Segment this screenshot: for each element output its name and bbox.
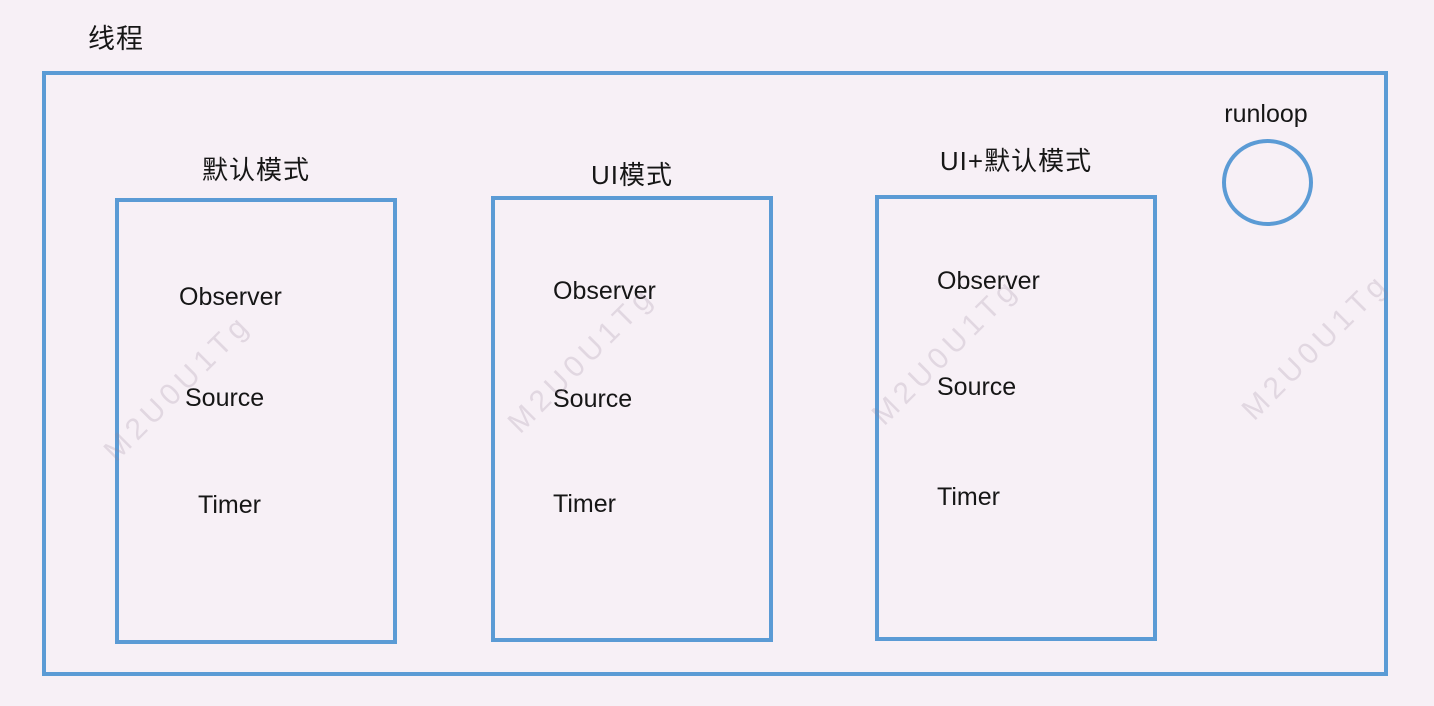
mode-item-timer: Timer xyxy=(937,483,1000,511)
runloop-circle-icon xyxy=(1222,139,1313,226)
mode-title-default: 默认模式 xyxy=(201,155,310,185)
thread-container-box xyxy=(42,71,1388,676)
runloop-label: runloop xyxy=(1224,100,1308,128)
mode-box-ui: Observer Source Timer xyxy=(491,196,773,642)
mode-item-timer: Timer xyxy=(553,490,616,518)
mode-item-timer: Timer xyxy=(198,491,261,519)
mode-item-observer: Observer xyxy=(179,283,282,311)
page-title: 线程 xyxy=(88,24,144,54)
mode-item-observer: Observer xyxy=(553,277,656,305)
mode-item-source: Source xyxy=(185,384,265,412)
mode-item-observer: Observer xyxy=(937,267,1040,295)
mode-title-ui: UI模式 xyxy=(590,160,673,190)
mode-title-ui-default: UI+默认模式 xyxy=(939,146,1093,176)
mode-item-source: Source xyxy=(553,385,633,413)
mode-item-source: Source xyxy=(937,373,1017,401)
mode-box-default: Observer Source Timer xyxy=(115,198,397,644)
mode-box-ui-default: Observer Source Timer xyxy=(875,195,1157,641)
